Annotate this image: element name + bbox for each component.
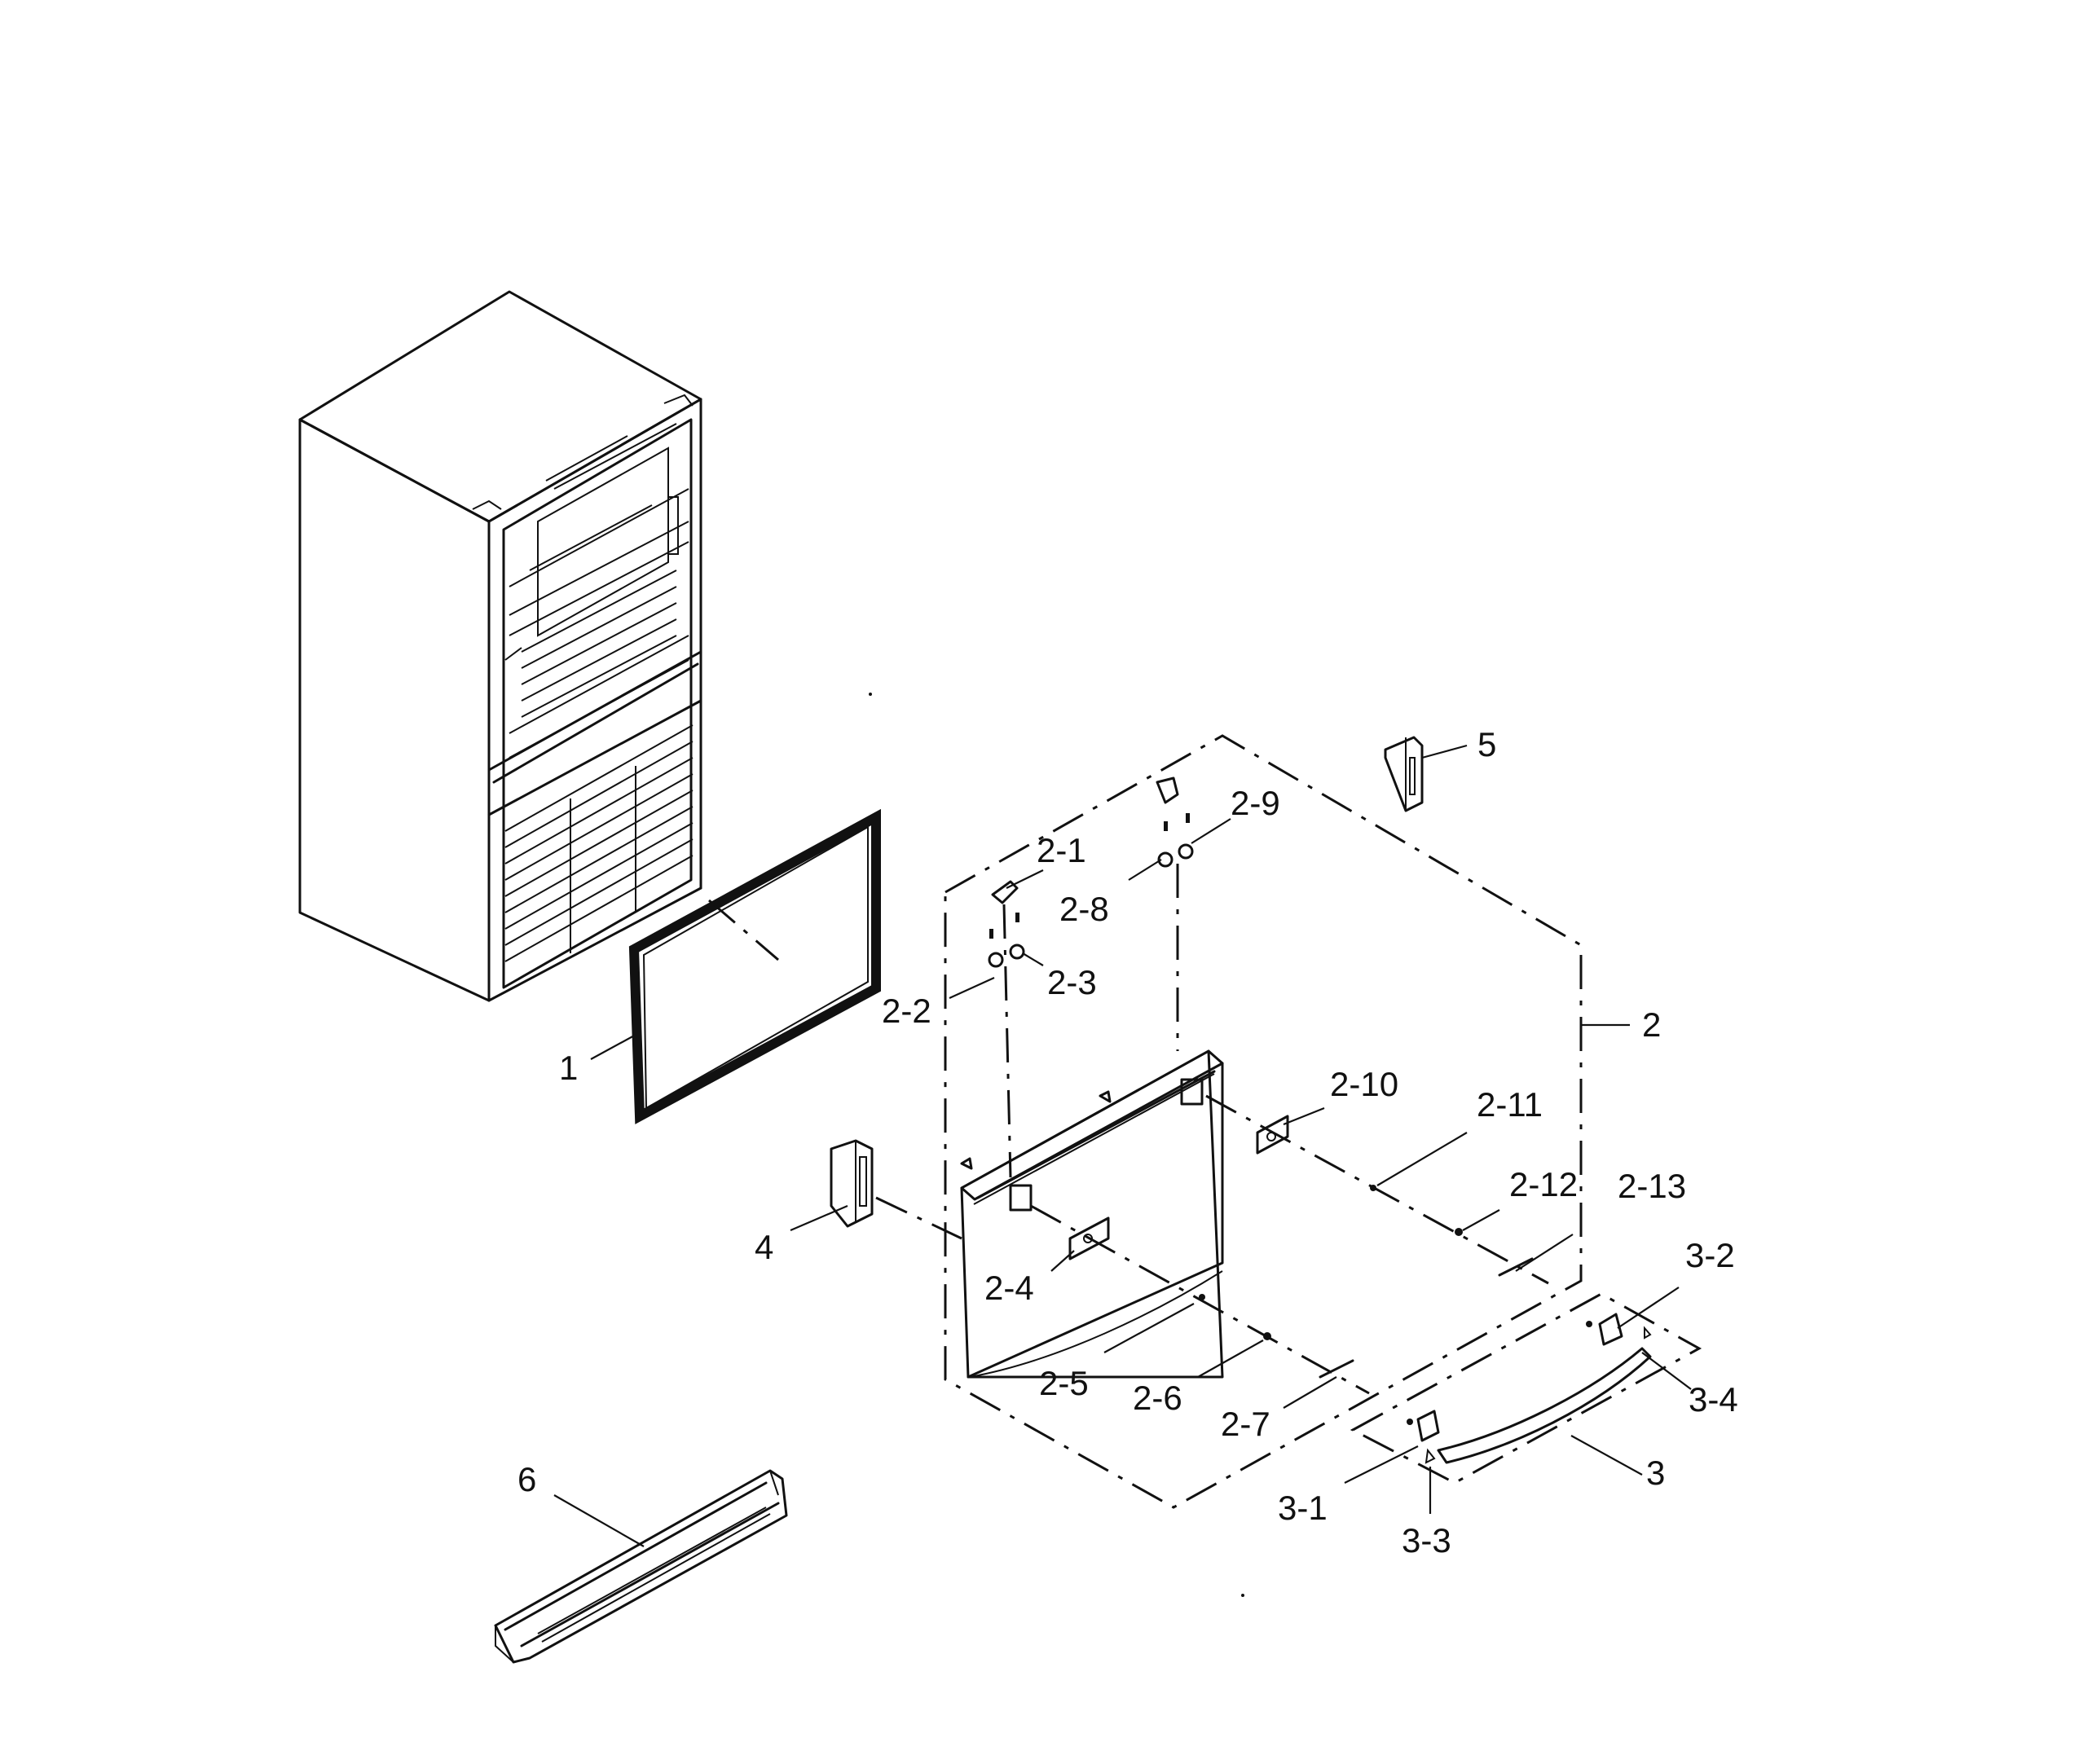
callout-2-5: 2-5 (1039, 1364, 1089, 1402)
callout-6: 6 (517, 1460, 536, 1498)
door-gasket (628, 808, 881, 1124)
callout-3-4: 3-4 (1689, 1380, 1738, 1419)
callout-2-13: 2-13 (1618, 1167, 1686, 1205)
callout-3-1: 3-1 (1278, 1489, 1328, 1527)
door-assembly-outline (944, 734, 1583, 1509)
callout-2-1: 2-1 (1037, 831, 1086, 869)
callout-2-8: 2-8 (1059, 890, 1109, 928)
refrigerator-cabinet (298, 290, 702, 1002)
callout-2-12: 2-12 (1509, 1165, 1578, 1203)
freezer-drawer-cover (494, 1469, 788, 1664)
callout-2-7: 2-7 (1221, 1405, 1270, 1443)
rail-axis-upper (1205, 1094, 1549, 1285)
callout-2-3: 2-3 (1047, 963, 1097, 1001)
callout-2-10: 2-10 (1330, 1065, 1398, 1103)
callout-3: 3 (1646, 1454, 1665, 1492)
callout-5: 5 (1477, 725, 1496, 763)
callout-3-3: 3-3 (1402, 1521, 1451, 1559)
door-handle (1407, 1313, 1652, 1464)
callout-1: 1 (559, 1049, 578, 1087)
leader-lines (553, 744, 1692, 1547)
slide-bracket-left (830, 1139, 874, 1228)
gasket-axis-line (708, 899, 779, 961)
rail-bracket-upper (1256, 1115, 1289, 1155)
callout-2-9: 2-9 (1231, 784, 1280, 822)
hinge-pin-left (988, 880, 1025, 1178)
callout-2-11: 2-11 (1477, 1085, 1543, 1124)
callout-2: 2 (1642, 1005, 1661, 1044)
callout-2-2: 2-2 (882, 992, 931, 1030)
callout-2-4: 2-4 (984, 1269, 1034, 1307)
handle-outline (1350, 1292, 1702, 1485)
callout-3-2: 3-2 (1685, 1236, 1735, 1274)
hinge-pin-right (1156, 776, 1194, 1051)
bracket-4-axis (875, 1196, 962, 1240)
freezer-door-panel (960, 1049, 1224, 1379)
callout-2-6: 2-6 (1133, 1379, 1182, 1417)
slide-bracket-right (1384, 736, 1424, 812)
callout-4: 4 (755, 1228, 773, 1266)
